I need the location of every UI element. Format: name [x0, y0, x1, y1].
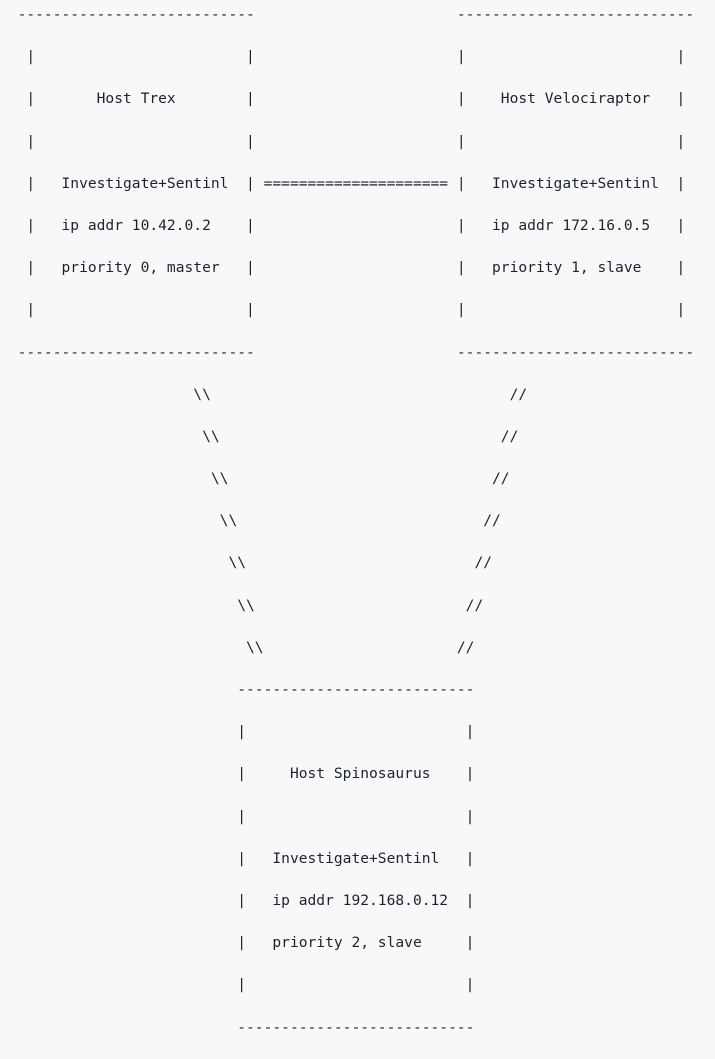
ascii-line-ip-addrs: | ip addr 10.42.0.2 | | ip addr 172.16.0…	[0, 216, 686, 234]
ascii-line: | |	[0, 807, 475, 825]
ascii-line: | | | |	[0, 132, 686, 150]
ascii-line-diagonal: \\ //	[0, 596, 484, 614]
ascii-line-diagonal: \\ //	[0, 470, 510, 488]
ascii-line: | | | |	[0, 301, 686, 319]
ascii-line-priorities: | priority 0, master | | priority 1, sla…	[0, 259, 686, 277]
ascii-line-host-name: | Host Spinosaurus |	[0, 765, 475, 783]
ascii-line-diagonal: \\ //	[0, 512, 501, 530]
ascii-line-box-top-border: --------------------------- ------------…	[0, 6, 695, 23]
ascii-line-software: | Investigate+Sentinl |	[0, 849, 475, 867]
ascii-line-diagonal: \\ //	[0, 427, 519, 445]
ascii-line-bottom-box-bottom-border: ---------------------------	[0, 1018, 475, 1036]
ascii-line-host-names: | Host Trex | | Host Velociraptor |	[0, 90, 686, 108]
ascii-line-box-bottom-border: --------------------------- ------------…	[0, 343, 695, 361]
ascii-line-diagonal: \\ //	[0, 385, 528, 403]
ascii-line: | |	[0, 723, 475, 741]
ascii-line-software-and-link: | Investigate+Sentinl | ================…	[0, 174, 686, 192]
ascii-line-bottom-box-top-border: ---------------------------	[0, 681, 475, 698]
ascii-line-diagonal: \\ //	[0, 638, 475, 656]
ascii-line: | | | |	[0, 48, 686, 66]
ascii-line: | |	[0, 976, 475, 994]
ascii-line-ip-addr: | ip addr 192.168.0.12 |	[0, 891, 475, 909]
ascii-line-diagonal: \\ //	[0, 554, 493, 572]
ascii-line-priority: | priority 2, slave |	[0, 934, 475, 952]
